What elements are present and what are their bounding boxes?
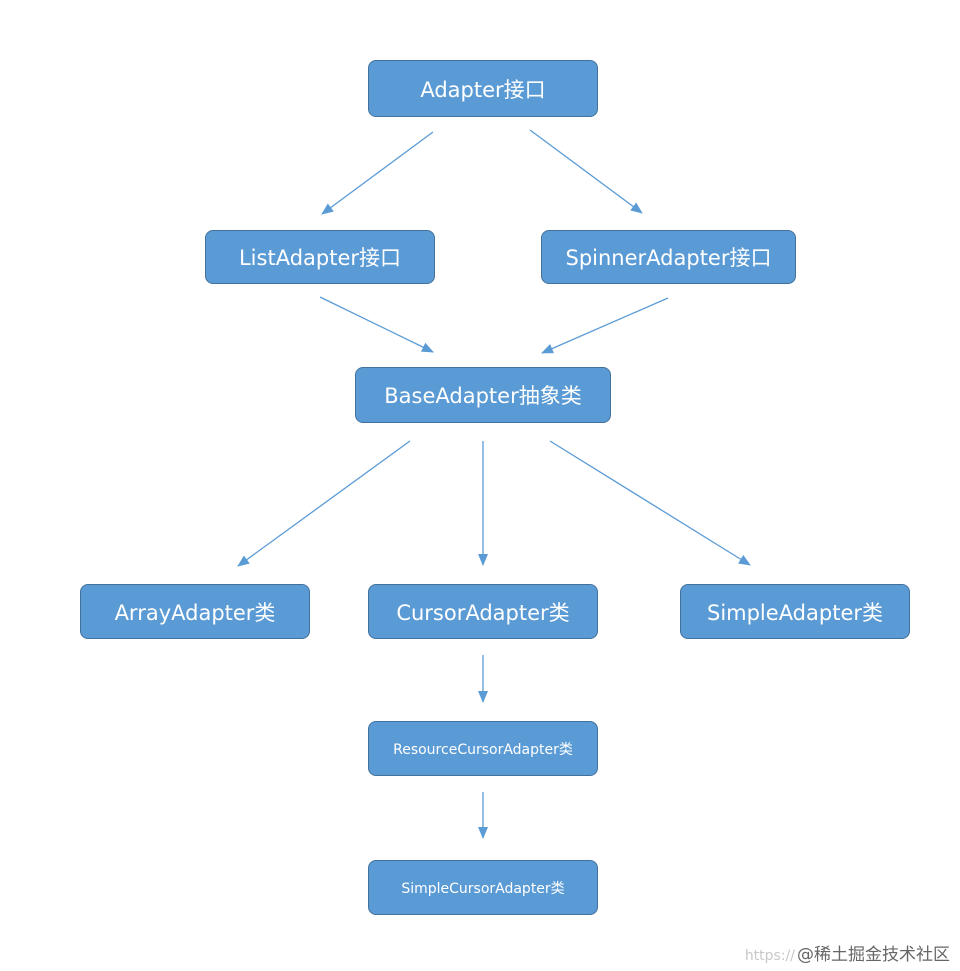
arrow-list-adapter-to-base-adapter xyxy=(319,296,434,353)
arrow-adapter-to-list-adapter xyxy=(321,131,434,215)
spinner-adapter-interface-node: SpinnerAdapter接口 xyxy=(541,230,796,284)
arrow-adapter-to-spinner-adapter xyxy=(529,129,643,214)
simple-cursor-adapter-class-node: SimpleCursorAdapter类 xyxy=(368,860,598,915)
watermark: https://@稀土掘金技术社区 xyxy=(745,940,950,965)
list-adapter-interface-node: ListAdapter接口 xyxy=(205,230,435,284)
adapter-interface-node: Adapter接口 xyxy=(368,60,598,117)
array-adapter-class-node: ArrayAdapter类 xyxy=(80,584,310,639)
base-adapter-abstract-class-node: BaseAdapter抽象类 xyxy=(355,367,611,423)
watermark-text: @稀土掘金技术社区 xyxy=(797,945,950,965)
cursor-adapter-class-node: CursorAdapter类 xyxy=(368,584,598,639)
watermark-url: https:// xyxy=(744,948,795,964)
arrow-base-adapter-to-array-adapter xyxy=(237,440,411,567)
arrow-base-adapter-to-simple-adapter xyxy=(549,440,751,566)
arrow-spinner-adapter-to-base-adapter xyxy=(541,297,669,354)
simple-adapter-class-node: SimpleAdapter类 xyxy=(680,584,910,639)
resource-cursor-adapter-class-node: ResourceCursorAdapter类 xyxy=(368,721,598,776)
